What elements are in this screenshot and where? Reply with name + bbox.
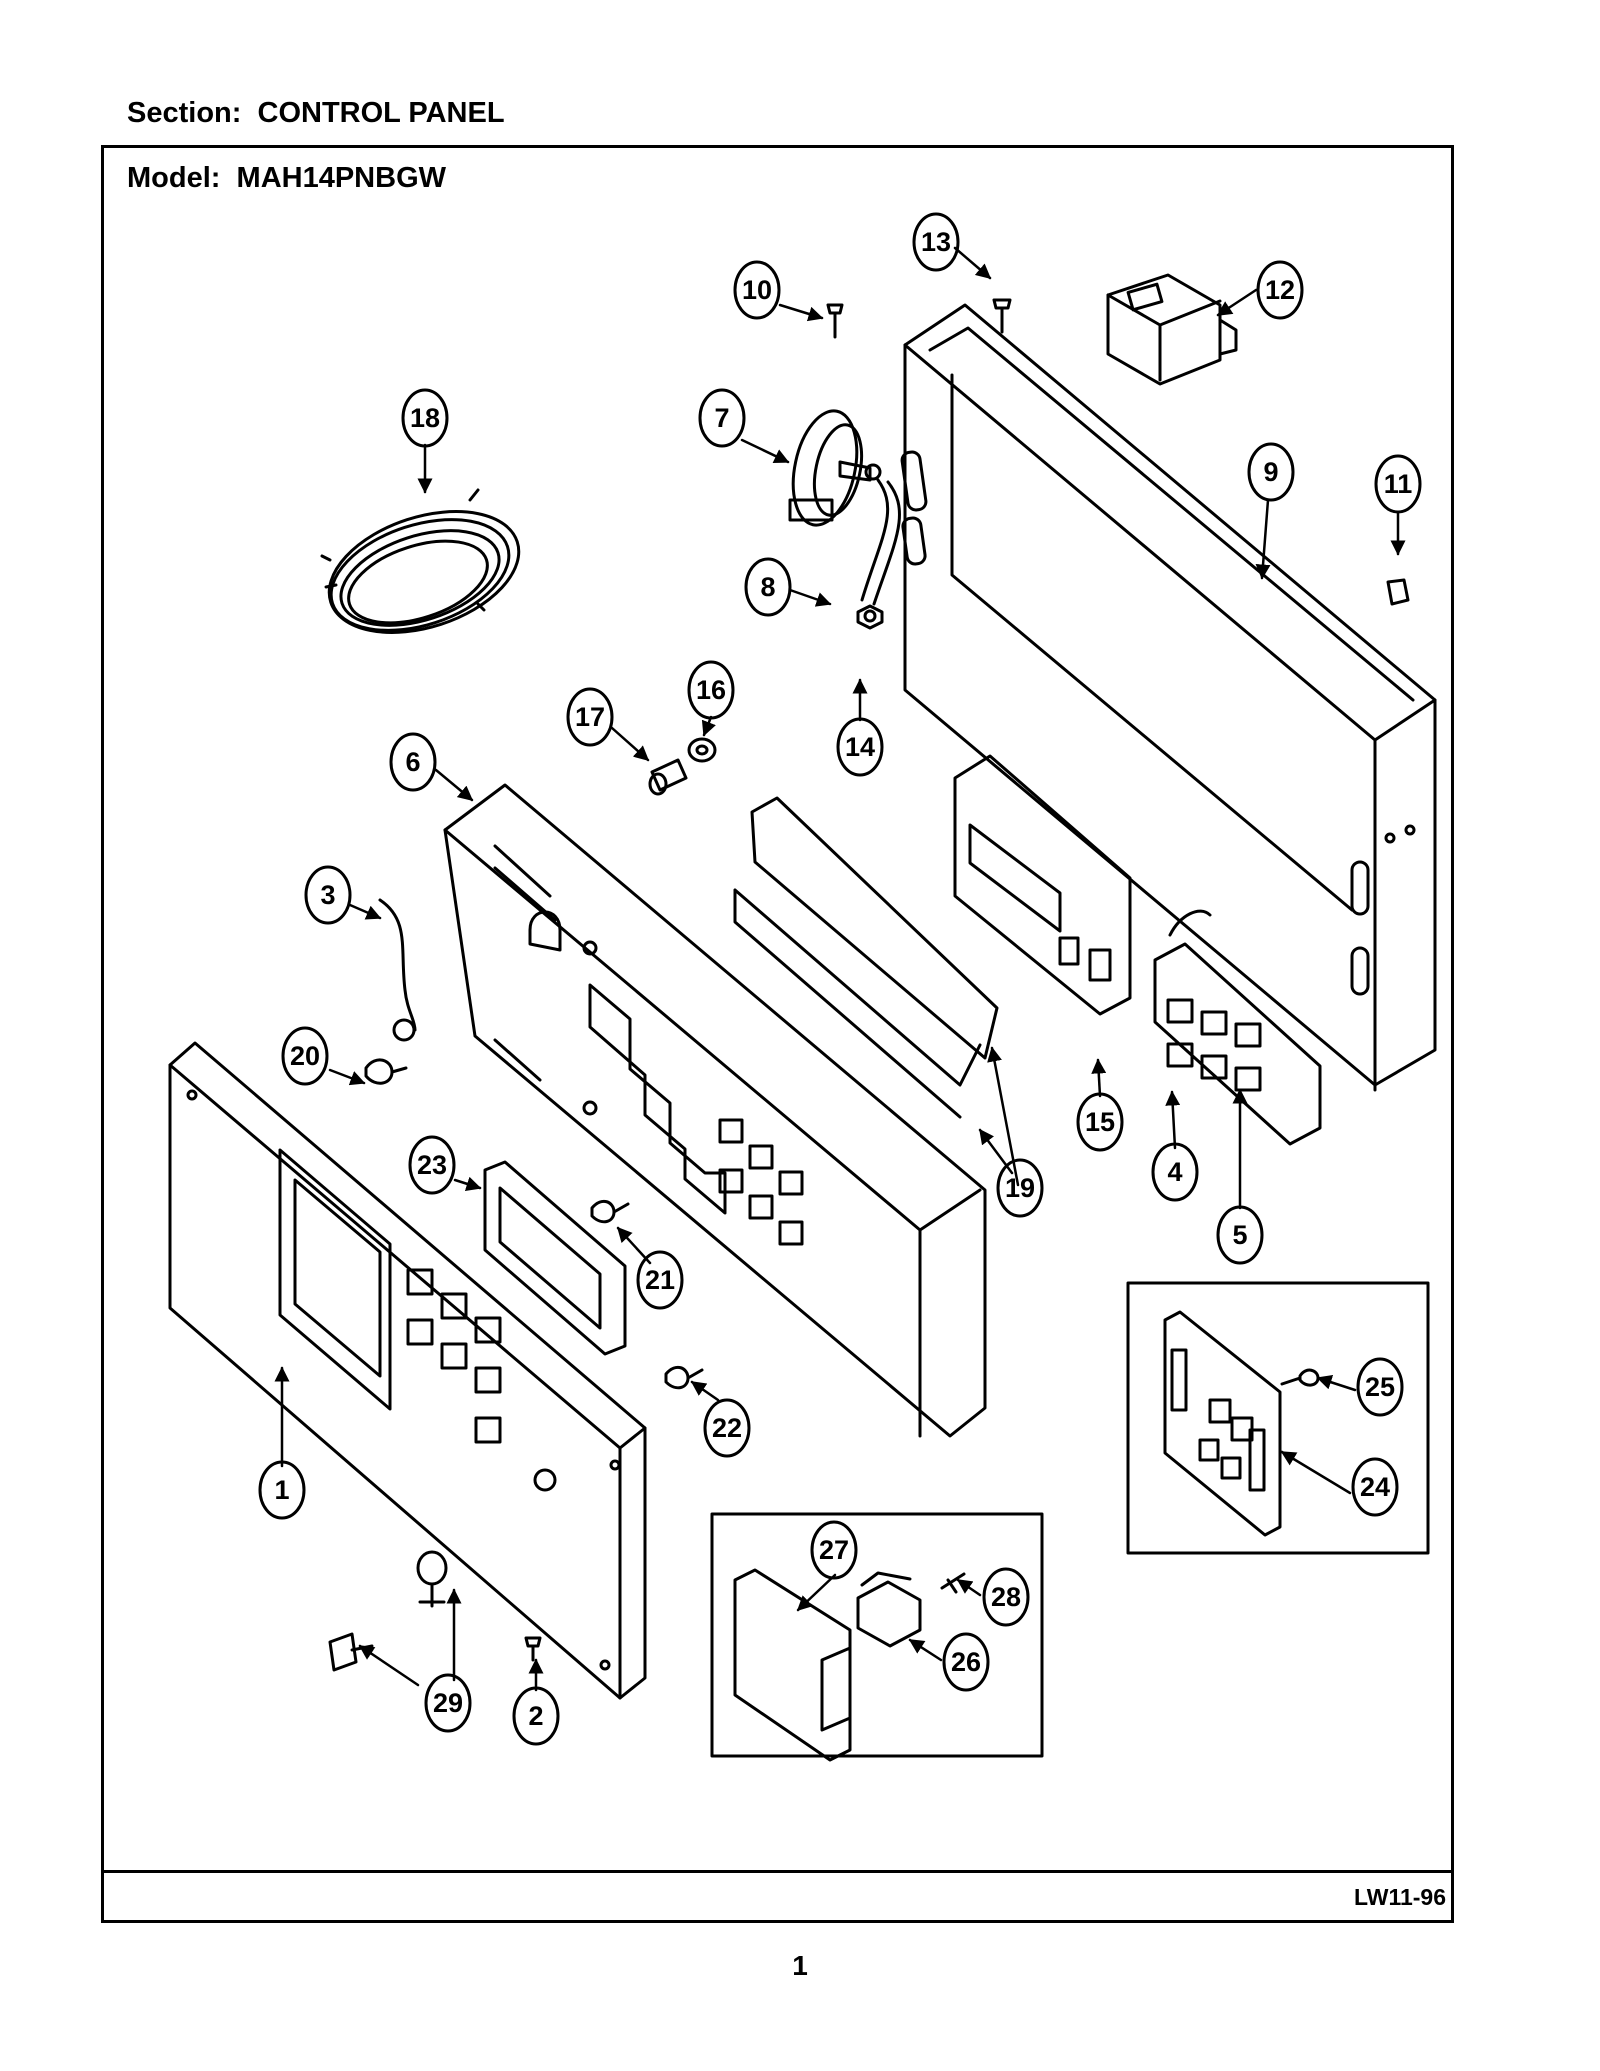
hose-part — [860, 478, 901, 606]
knob-key-part — [328, 1550, 448, 1672]
svg-text:1: 1 — [274, 1475, 289, 1505]
callout-6: 6 — [389, 732, 437, 792]
callout-2: 2 — [512, 1686, 560, 1746]
display-board-part — [953, 754, 1132, 1016]
callout-24: 24 — [1351, 1457, 1399, 1517]
ground-wire-part — [378, 898, 417, 1042]
svg-text:3: 3 — [320, 880, 335, 910]
svg-text:8: 8 — [760, 572, 775, 602]
callout-1: 1 — [258, 1460, 306, 1520]
svg-text:18: 18 — [410, 403, 440, 433]
svg-text:20: 20 — [290, 1041, 320, 1071]
wire-harness-part — [320, 488, 521, 634]
leader-lines — [274, 246, 1406, 1692]
svg-text:28: 28 — [991, 1582, 1021, 1612]
svg-text:11: 11 — [1384, 469, 1413, 499]
svg-text:24: 24 — [1360, 1472, 1390, 1502]
callout-26: 26 — [942, 1632, 990, 1692]
callout-5: 5 — [1216, 1205, 1264, 1265]
svg-text:13: 13 — [921, 227, 951, 257]
model-title: Model: MAH14PNBGW — [127, 162, 446, 194]
svg-text:23: 23 — [417, 1150, 447, 1180]
switch-inset-box — [710, 1512, 1044, 1758]
callout-14: 14 — [836, 717, 884, 777]
front-panel-part — [168, 1041, 647, 1700]
svg-text:9: 9 — [1263, 457, 1278, 487]
pressure-switch-part — [788, 409, 882, 527]
svg-text:22: 22 — [712, 1413, 742, 1443]
page-number: 1 — [792, 1950, 808, 1981]
svg-text:6: 6 — [405, 747, 420, 777]
section-title: Section: CONTROL PANEL — [127, 97, 505, 129]
svg-text:17: 17 — [575, 702, 605, 732]
callout-7: 7 — [698, 388, 746, 448]
callout-13: 13 — [912, 212, 960, 272]
control-board-part — [1163, 1310, 1282, 1537]
board-inset-box — [1126, 1281, 1430, 1555]
callout-group: 1 2 3 4 5 6 7 8 9 10 11 12 13 14 15 16 1… — [258, 212, 1422, 1746]
callout-18: 18 — [401, 388, 449, 448]
svg-text:15: 15 — [1085, 1107, 1115, 1137]
door-switch-parts — [733, 1568, 922, 1762]
document-code: LW11-96 — [1353, 1884, 1446, 1910]
svg-text:27: 27 — [819, 1535, 849, 1565]
console-housing-part — [900, 303, 1437, 1092]
callout-22: 22 — [703, 1398, 751, 1458]
callout-10: 10 — [733, 260, 781, 320]
callout-16: 16 — [687, 660, 735, 720]
callout-28: 28 — [982, 1567, 1030, 1627]
control-bracket-part — [443, 783, 987, 1438]
callout-8: 8 — [744, 557, 792, 617]
svg-text:5: 5 — [1232, 1220, 1247, 1250]
svg-text:26: 26 — [951, 1647, 981, 1677]
transformer-part — [1106, 273, 1238, 386]
callout-23: 23 — [408, 1135, 456, 1195]
svg-text:2: 2 — [528, 1701, 543, 1731]
svg-text:16: 16 — [696, 675, 726, 705]
callout-25: 25 — [1356, 1357, 1404, 1417]
svg-text:4: 4 — [1167, 1157, 1182, 1187]
footer-divider — [101, 1870, 1454, 1873]
callout-4: 4 — [1151, 1142, 1199, 1202]
svg-text:21: 21 — [645, 1265, 675, 1295]
callout-15: 15 — [1076, 1092, 1124, 1152]
svg-text:14: 14 — [845, 732, 875, 762]
callout-20: 20 — [281, 1026, 329, 1086]
small-fasteners — [648, 578, 1410, 796]
callout-3: 3 — [304, 865, 352, 925]
trim-strip-part — [733, 796, 999, 1119]
diagram-frame — [101, 145, 1454, 1923]
callout-9: 9 — [1247, 442, 1295, 502]
callout-11: 11 — [1374, 454, 1422, 514]
svg-text:19: 19 — [1005, 1173, 1035, 1203]
keypad-board-part — [1153, 909, 1322, 1146]
svg-text:25: 25 — [1365, 1372, 1395, 1402]
callout-12: 12 — [1256, 260, 1304, 320]
display-window-part — [483, 1160, 627, 1356]
callout-21: 21 — [636, 1250, 684, 1310]
callout-27: 27 — [810, 1520, 858, 1580]
callout-17: 17 — [566, 687, 614, 747]
svg-text:10: 10 — [742, 275, 772, 305]
svg-text:12: 12 — [1265, 275, 1295, 305]
svg-text:29: 29 — [433, 1688, 463, 1718]
screw-parts — [364, 298, 1320, 1662]
callout-29: 29 — [424, 1673, 472, 1733]
svg-text:7: 7 — [714, 403, 729, 433]
callout-19: 19 — [996, 1158, 1044, 1218]
